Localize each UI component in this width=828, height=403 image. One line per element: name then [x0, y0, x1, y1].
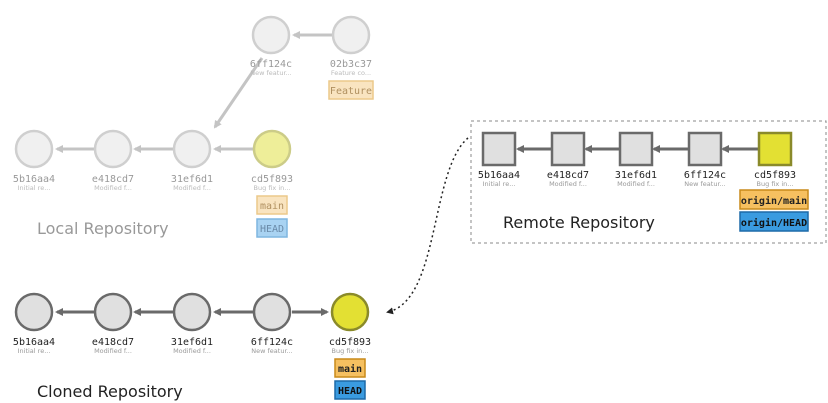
commit-message: Modified f...	[94, 184, 132, 192]
svg-text:origin/HEAD: origin/HEAD	[741, 217, 807, 229]
svg-text:HEAD: HEAD	[260, 224, 284, 235]
local-commit-node[interactable]: 5b16aa4 Initial re...	[13, 129, 55, 192]
cloned-repository-title: Cloned Repository	[37, 382, 183, 401]
commit-sha: 6ff124c	[251, 337, 293, 348]
commit-sha: cd5f893	[754, 170, 796, 181]
svg-text:HEAD: HEAD	[338, 386, 362, 397]
commit-message: Initial re...	[18, 347, 51, 355]
commit-message: Modified f...	[94, 347, 132, 355]
cloned-repository: 5b16aa4 Initial re... e418cd7 Modified f…	[13, 292, 371, 401]
commit-sha: e418cd7	[92, 174, 134, 185]
commit-message: Initial re...	[483, 180, 516, 188]
remote-repository-frame	[470, 120, 827, 244]
local-commit-node[interactable]: 6ff124c New featur...	[250, 15, 292, 77]
commit-message: Feature co...	[331, 69, 371, 77]
commit-sha: cd5f893	[251, 174, 293, 185]
commit-sha: 31ef6d1	[171, 174, 213, 185]
cloned-head-badge[interactable]: HEAD	[334, 380, 366, 400]
cloned-head-commit-node[interactable]: cd5f893 Bug fix in...	[329, 292, 371, 355]
commit-message: Modified f...	[173, 184, 211, 192]
commit-message: Initial re...	[18, 184, 51, 192]
commit-sha: cd5f893	[329, 337, 371, 348]
cloned-commit-node[interactable]: e418cd7 Modified f...	[92, 292, 134, 355]
commit-sha: 02b3c37	[330, 59, 372, 70]
commit-sha: 31ef6d1	[171, 337, 213, 348]
commit-message: Modified f...	[173, 347, 211, 355]
local-repository-title: Local Repository	[37, 219, 169, 238]
feature-branch-badge[interactable]: Feature	[328, 80, 374, 100]
origin-head-badge[interactable]: origin/HEAD	[739, 211, 809, 232]
commit-sha: 31ef6d1	[615, 170, 657, 181]
remote-repository-title: Remote Repository	[503, 213, 655, 232]
svg-text:Feature: Feature	[330, 86, 372, 97]
commit-sha: 5b16aa4	[478, 170, 520, 181]
commit-sha: 6ff124c	[684, 170, 726, 181]
svg-text:main: main	[260, 201, 284, 212]
commit-message: Modified f...	[617, 180, 655, 188]
local-arrow-6ff124c-to-31ef6d1	[213, 57, 264, 129]
svg-text:origin/main: origin/main	[741, 195, 807, 207]
commit-message: Bug fix in...	[254, 184, 291, 192]
clone-connector-arrow	[386, 137, 469, 315]
cloned-commit-node[interactable]: 31ef6d1 Modified f...	[171, 292, 213, 355]
origin-main-badge[interactable]: origin/main	[739, 189, 809, 210]
local-main-badge[interactable]: main	[256, 195, 288, 215]
remote-commit-node[interactable]: 6ff124c New featur...	[684, 131, 726, 188]
remote-commit-node[interactable]: 31ef6d1 Modified f...	[615, 131, 657, 188]
commit-sha: 5b16aa4	[13, 174, 55, 185]
local-repository: 6ff124c New featur... 02b3c37 Feature co…	[13, 15, 374, 238]
commit-sha: 5b16aa4	[13, 337, 55, 348]
local-head-badge[interactable]: HEAD	[256, 218, 288, 238]
commit-sha: e418cd7	[92, 337, 134, 348]
commit-message: Modified f...	[549, 180, 587, 188]
remote-head-commit-node[interactable]: cd5f893 Bug fix in...	[754, 131, 796, 188]
remote-commit-node[interactable]: e418cd7 Modified f...	[547, 131, 589, 188]
commit-message: New featur...	[684, 180, 725, 188]
commit-sha: e418cd7	[547, 170, 589, 181]
commit-sha: 6ff124c	[250, 59, 292, 70]
svg-text:main: main	[338, 363, 362, 375]
local-commit-node[interactable]: 31ef6d1 Modified f...	[171, 129, 213, 192]
remote-repository: 5b16aa4 Initial re... e418cd7 Modified f…	[470, 120, 827, 244]
cloned-main-badge[interactable]: main	[334, 358, 366, 378]
cloned-commit-node[interactable]: 6ff124c New featur...	[251, 292, 293, 355]
local-commit-node[interactable]: e418cd7 Modified f...	[92, 129, 134, 192]
commit-message: Bug fix in...	[332, 347, 369, 355]
remote-commit-node[interactable]: 5b16aa4 Initial re...	[478, 131, 520, 188]
local-commit-node[interactable]: 02b3c37 Feature co...	[330, 15, 372, 77]
commit-message: Bug fix in...	[757, 180, 794, 188]
local-head-commit-node[interactable]: cd5f893 Bug fix in...	[251, 129, 293, 192]
commit-message: New featur...	[251, 347, 292, 355]
commit-message: New featur...	[250, 69, 291, 77]
cloned-commit-node[interactable]: 5b16aa4 Initial re...	[13, 292, 55, 355]
